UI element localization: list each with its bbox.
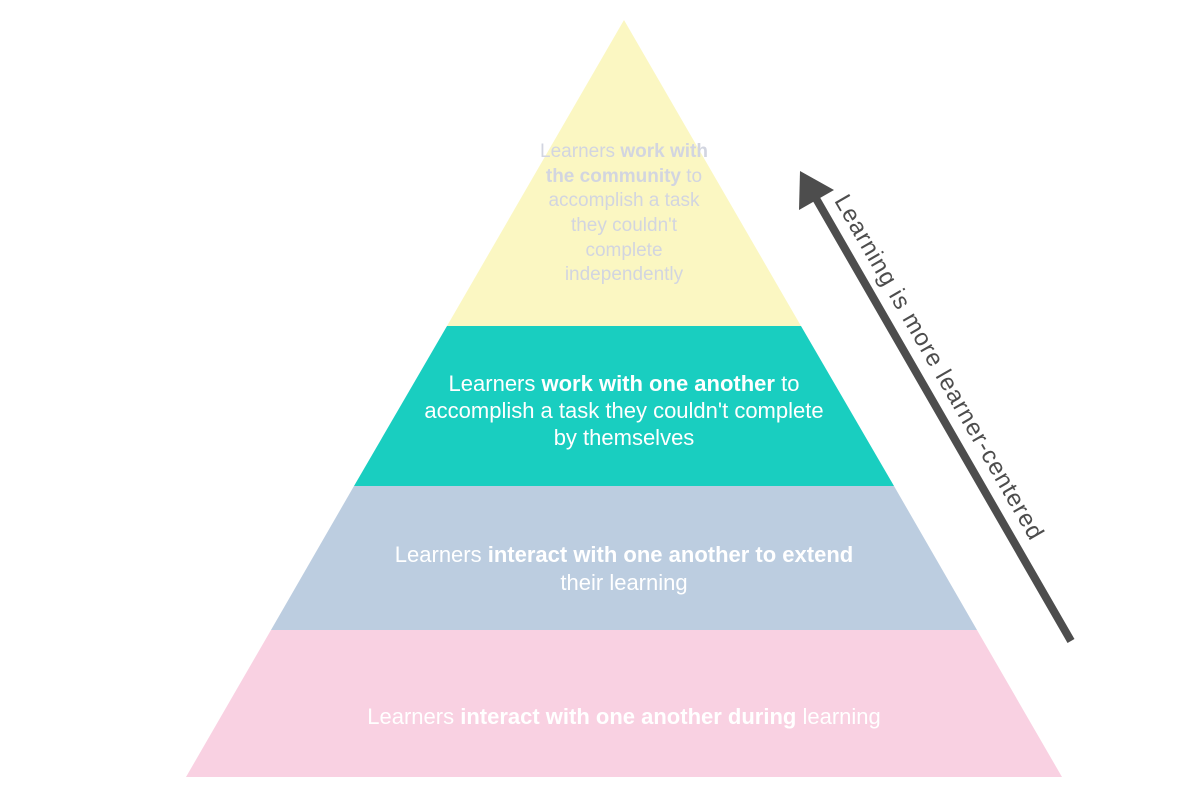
level-interact-extend-text-pre: Learners (394, 542, 488, 567)
level-interact-extend-text-bold: interact with one another to extend (487, 542, 854, 567)
learner-centered-arrow-line (810, 193, 1075, 643)
level-interact-during-text-pre: Learners (367, 704, 461, 729)
level-interact-during-text-bold: interact with one another during (460, 704, 797, 729)
level-interact-extend-text-post: their learning (560, 569, 688, 595)
level-work-text-pre: Learners (448, 371, 542, 396)
pyramid-level-2-shape (354, 326, 894, 486)
arrowhead-icon (799, 171, 834, 210)
level-interact-extend-text: Learners interact with one another to ex… (389, 541, 859, 596)
level-community-text-bold: work with the community (545, 141, 708, 187)
pyramid-level-3-shape (271, 486, 977, 630)
pyramid-level-4-shape (186, 630, 1062, 777)
level-interact-during-text: Learners interact with one another durin… (274, 703, 974, 731)
level-community-text-post: to accomplish a task they couldn't compl… (548, 165, 703, 286)
level-community-text: Learners work with the community to acco… (539, 140, 709, 288)
level-work-with-one-another-text: Learners work with one another to accomp… (414, 371, 834, 451)
level-work-text-bold: work with one another (541, 371, 775, 396)
level-interact-during-text-post: learning (796, 704, 881, 729)
level-work-text-post: to accomplish a task they couldn't compl… (424, 371, 824, 450)
pyramid-level-1-shape (447, 20, 801, 326)
level-community-text-pre: Learners (540, 141, 621, 162)
